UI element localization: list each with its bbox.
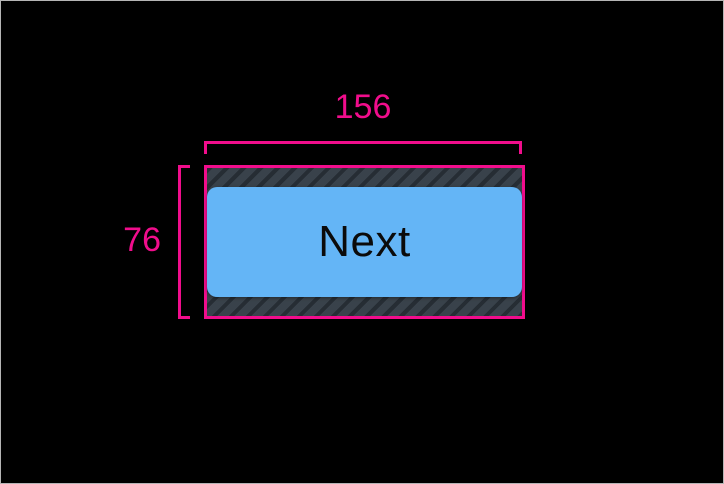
width-dimension-label: 156 [334,88,392,126]
height-dimension-label: 76 [123,221,161,259]
touch-target-area: Next [204,165,525,319]
next-button[interactable]: Next [207,187,522,297]
width-dimension-bracket [204,141,522,154]
height-dimension-bracket [178,165,190,319]
